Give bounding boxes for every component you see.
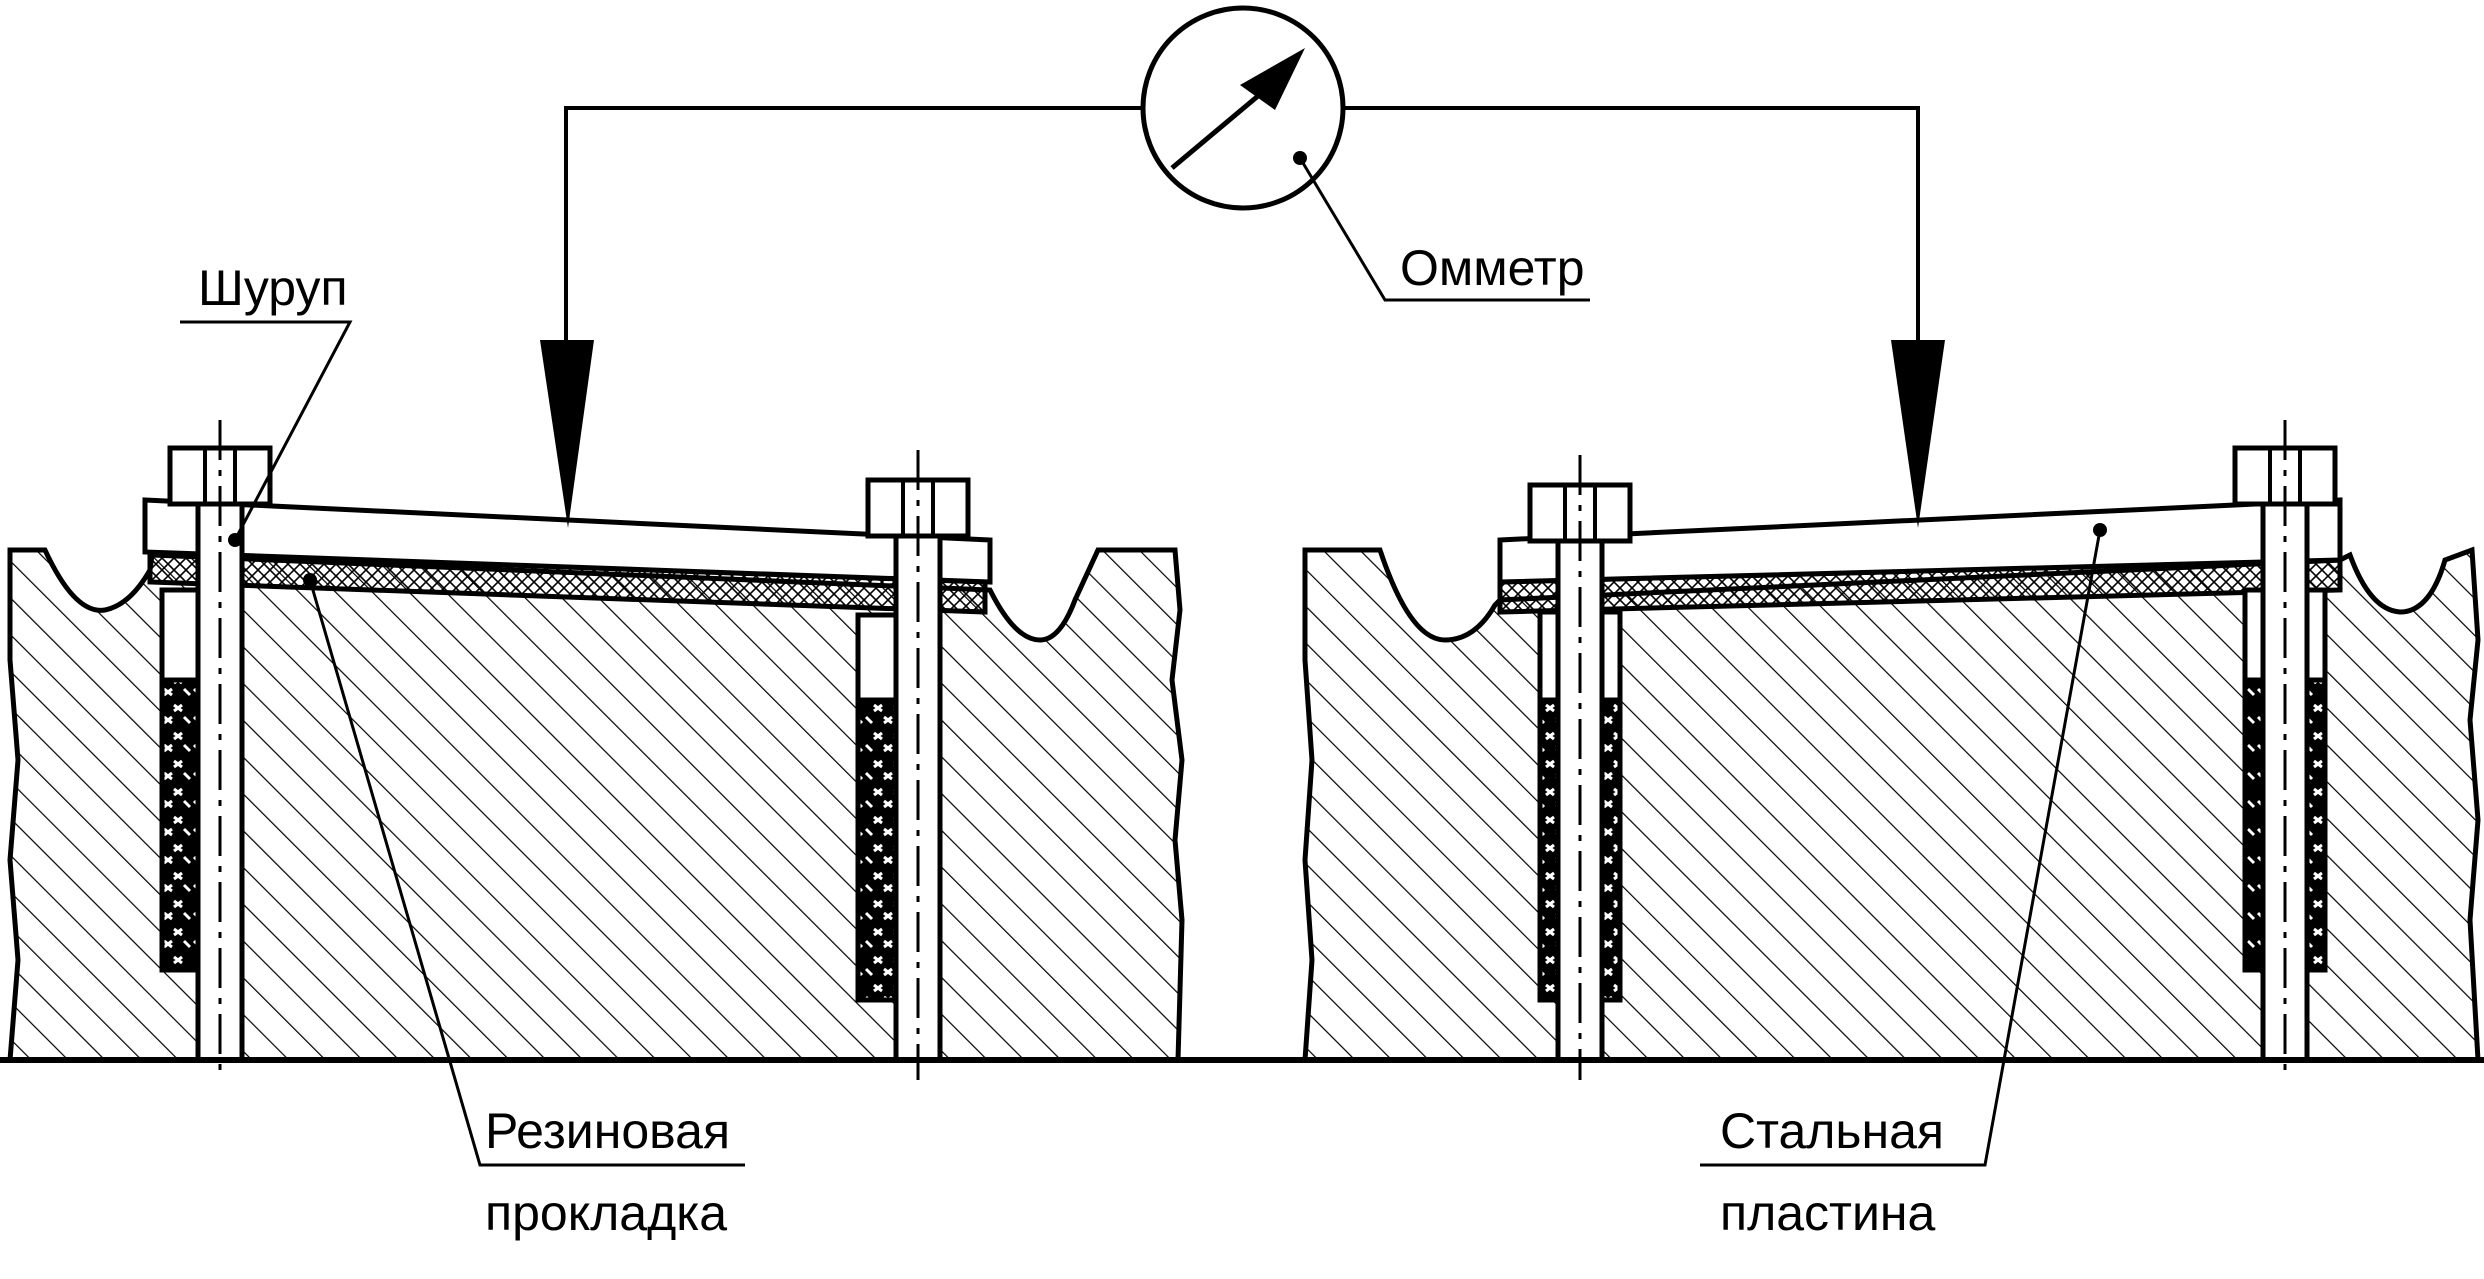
leader-lines: [180, 151, 2107, 1167]
right-steel-plate: [1497, 497, 2343, 585]
right-assembly: [1302, 420, 2481, 1080]
label-steel-plate-line1: Стальная: [1720, 1103, 1944, 1159]
label-ohmmeter: Омметр: [1400, 240, 1585, 296]
left-probe-arrow-icon: [540, 340, 594, 528]
right-probe-arrow-icon: [1891, 340, 1945, 528]
leader-steel-plate: [1700, 529, 2102, 1167]
label-screw: Шуруп: [198, 260, 348, 316]
left-assembly: [7, 420, 1185, 1080]
leader-screw: [180, 320, 353, 541]
ohmmeter-circuit: [540, 5, 1945, 528]
left-steel-plate: [142, 497, 993, 585]
right-wire: [1343, 106, 1920, 345]
label-rubber-gasket-line2: прокладка: [485, 1185, 727, 1241]
leader-rubber-gasket: [308, 579, 745, 1167]
left-wire: [564, 106, 1143, 345]
label-rubber-gasket-line1: Резиновая: [485, 1103, 730, 1159]
label-steel-plate-line2: пластина: [1720, 1185, 1936, 1241]
leader-ohmmeter: [1298, 157, 1590, 302]
